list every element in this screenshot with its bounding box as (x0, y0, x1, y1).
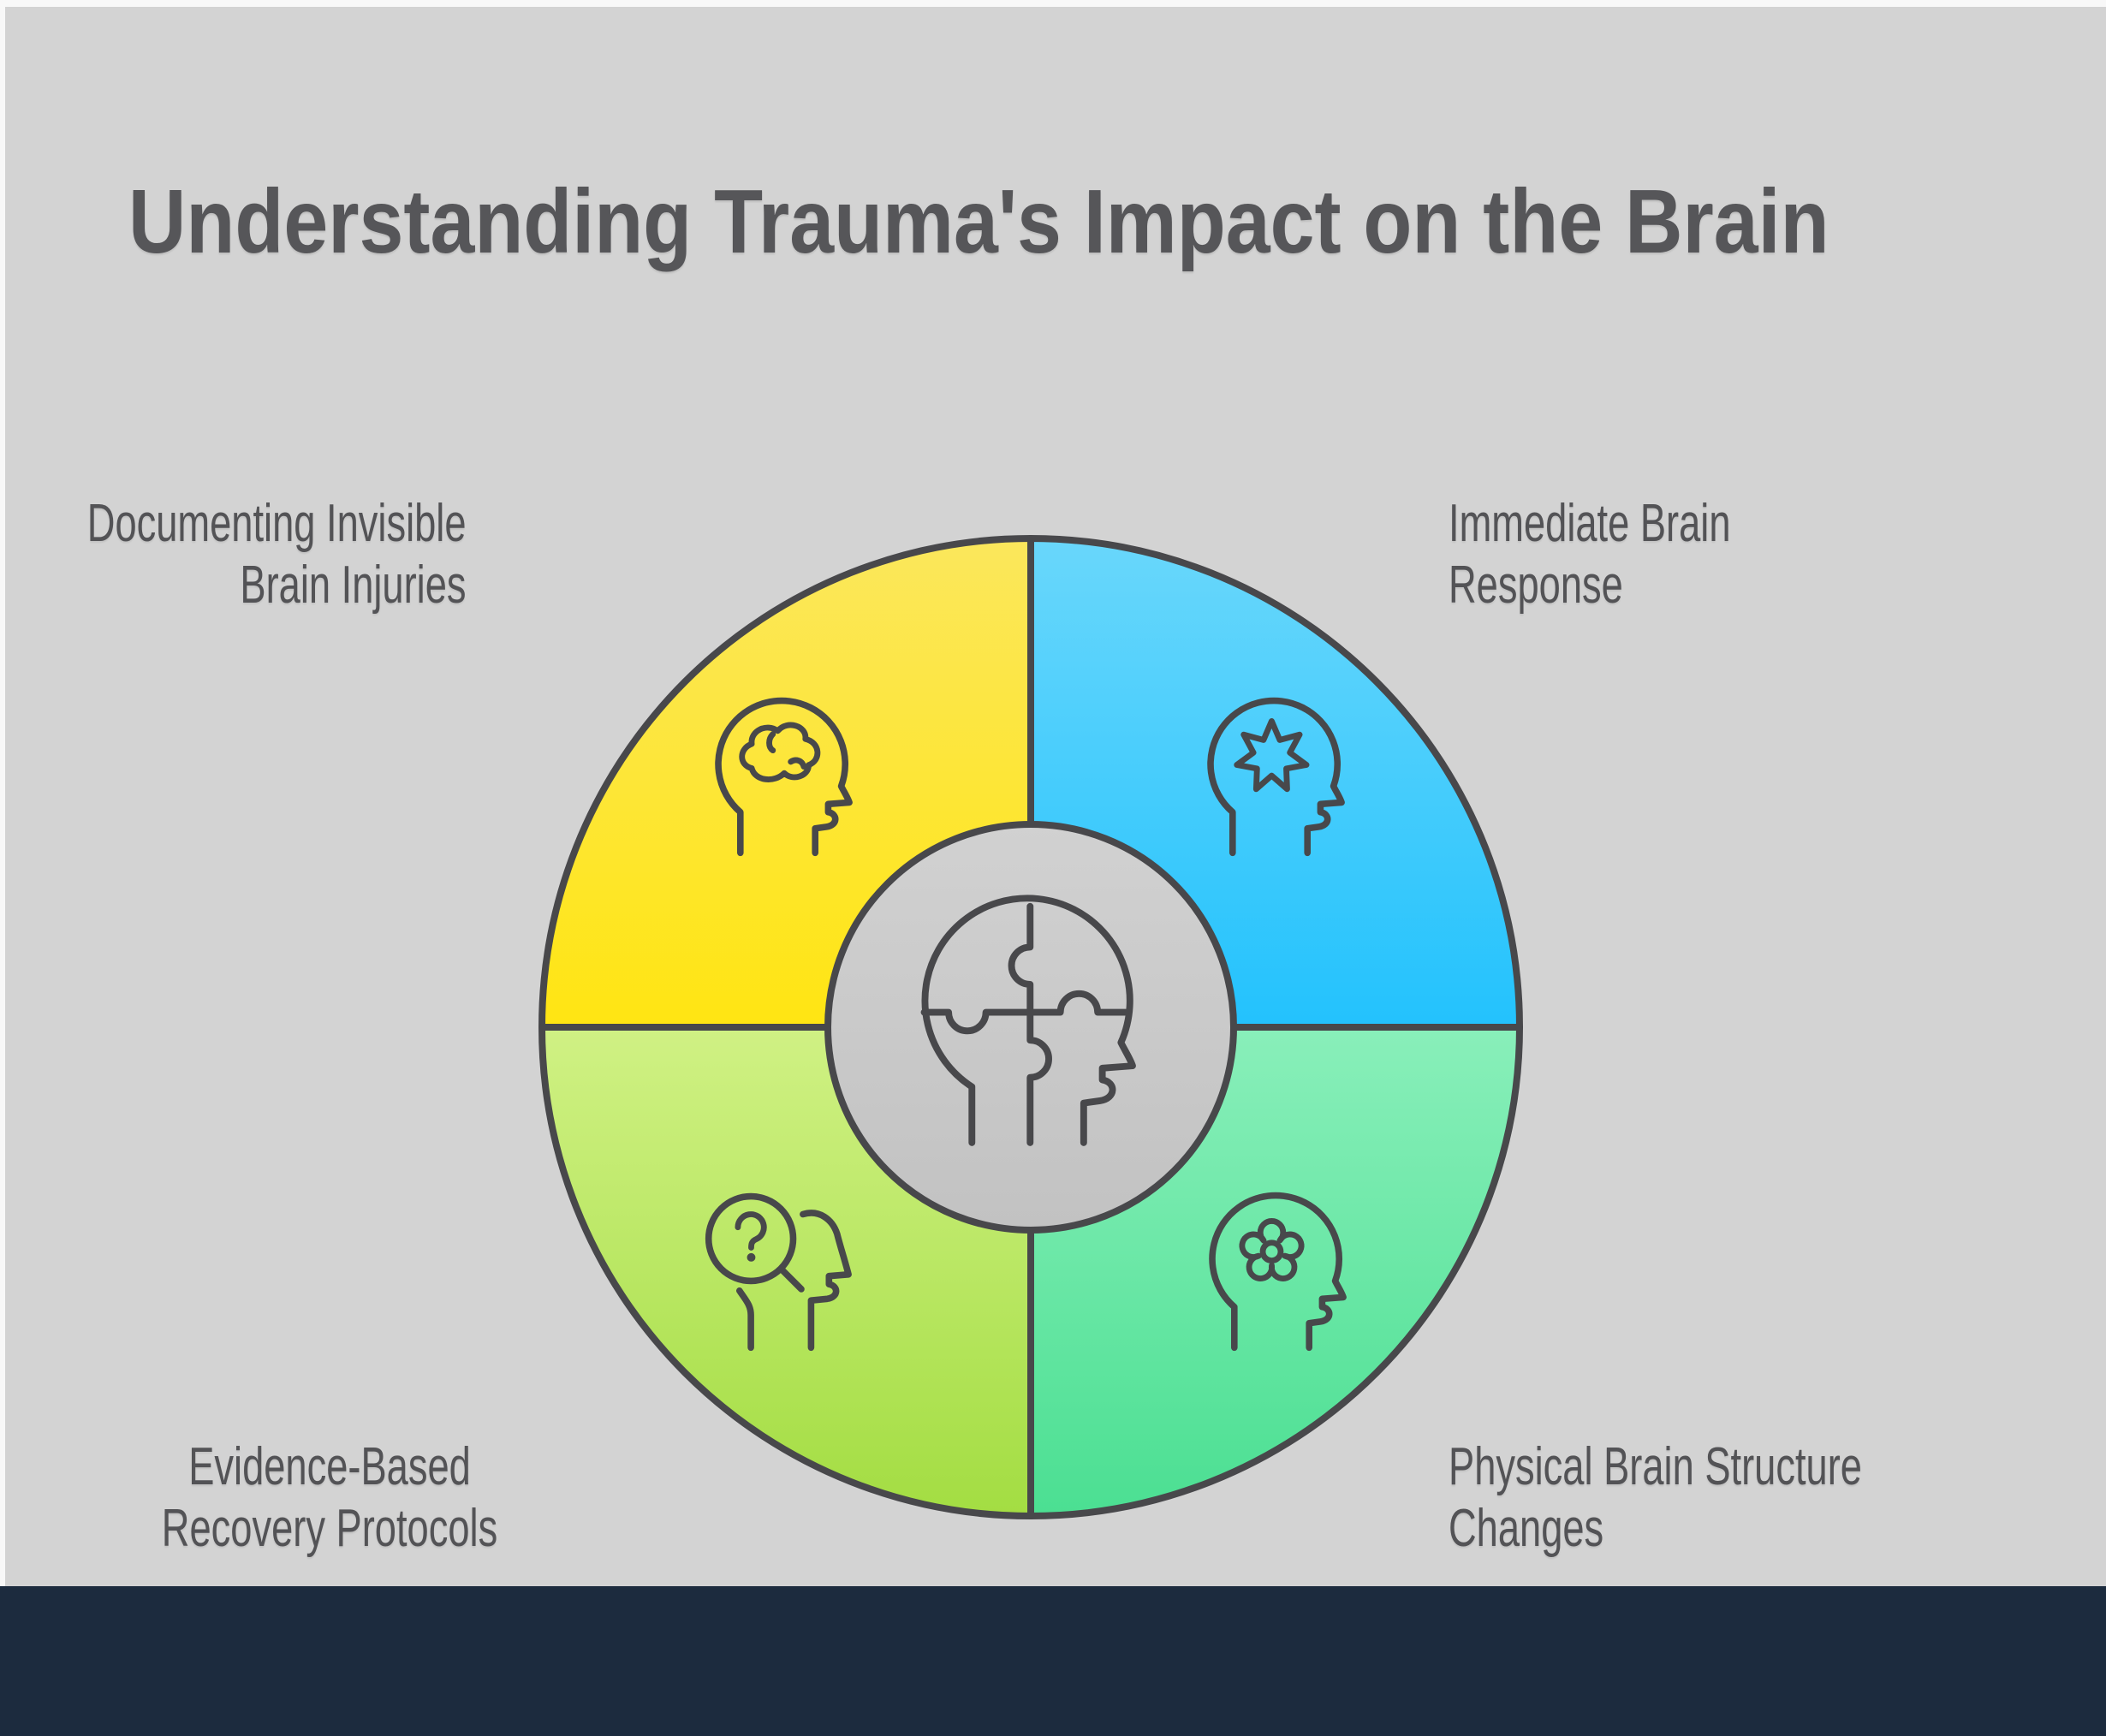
label-line: Documenting Invisible (87, 494, 467, 553)
head-with-brain-icon (715, 697, 853, 857)
segment-label-evidence-based-recovery-protocols: Evidence-Based Recovery Protocols (162, 1436, 497, 1560)
page-title: Understanding Trauma's Impact on the Bra… (128, 171, 1829, 272)
label-line: Response (1449, 556, 1623, 615)
label-line: Evidence-Based (188, 1437, 471, 1496)
footer-accent-bar (0, 1586, 2106, 1736)
label-line: Recovery Protocols (161, 1499, 498, 1558)
segment-label-documenting-invisible-brain-injuries: Documenting Invisible Brain Injuries (87, 493, 467, 616)
segment-label-physical-brain-structure-changes: Physical Brain Structure Changes (1449, 1436, 1862, 1560)
head-with-starburst-icon (1207, 697, 1345, 857)
head-with-magnifier-question-icon (705, 1192, 852, 1352)
label-line: Immediate Brain (1449, 494, 1731, 553)
segment-label-immediate-brain-response: Immediate Brain Response (1449, 493, 1731, 616)
label-line: Changes (1449, 1499, 1604, 1558)
head-with-puzzle-pieces-icon (920, 895, 1136, 1146)
label-line: Physical Brain Structure (1449, 1437, 1862, 1496)
label-line: Brain Injuries (240, 556, 467, 615)
head-with-flower-icon (1209, 1192, 1347, 1352)
